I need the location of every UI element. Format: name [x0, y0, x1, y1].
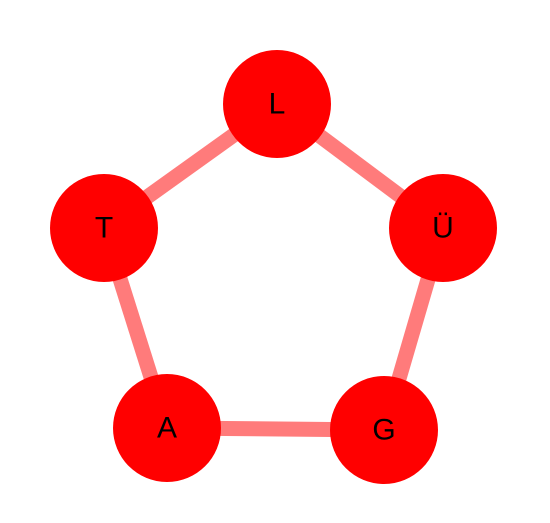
node-l-label: L	[269, 88, 286, 121]
node-g-circle	[330, 376, 438, 484]
node-a-circle	[113, 374, 221, 482]
node-l[interactable]: L	[223, 50, 331, 158]
node-layer: L Ü G A T	[50, 50, 497, 484]
node-g-label: G	[372, 414, 395, 447]
node-t-label: T	[95, 212, 113, 245]
node-a[interactable]: A	[113, 374, 221, 482]
node-t-circle	[50, 174, 158, 282]
node-u-circle	[389, 174, 497, 282]
node-u[interactable]: Ü	[389, 174, 497, 282]
node-t[interactable]: T	[50, 174, 158, 282]
node-u-label: Ü	[432, 212, 454, 245]
node-l-circle	[223, 50, 331, 158]
node-g[interactable]: G	[330, 376, 438, 484]
node-a-label: A	[157, 412, 177, 445]
